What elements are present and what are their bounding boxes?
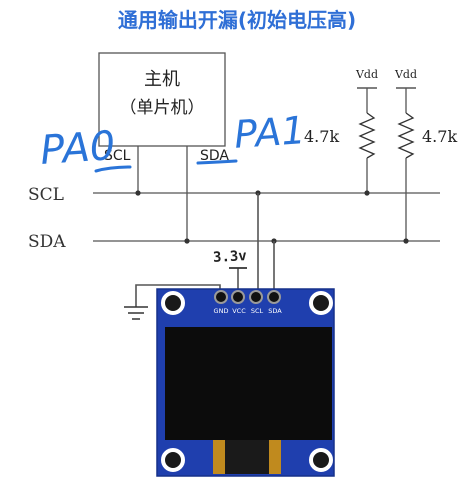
mounting-hole bbox=[161, 291, 185, 315]
host-mcu-box bbox=[98, 52, 226, 147]
junction-dot bbox=[135, 190, 141, 196]
sda-bus-label: SDA bbox=[28, 232, 66, 252]
handwritten-pa1-label: PA1 bbox=[233, 108, 307, 157]
host-scl-pin-label: SCL bbox=[104, 148, 131, 164]
pullup-resistor-sda: Vdd 4.7k bbox=[394, 68, 457, 241]
resistor-symbol bbox=[358, 112, 376, 159]
mounting-hole bbox=[161, 448, 185, 472]
handwritten-underline bbox=[94, 165, 132, 173]
vdd-label: Vdd bbox=[394, 68, 417, 81]
oled-module: GND VCC SCL SDA bbox=[156, 288, 335, 477]
junction-dot bbox=[184, 238, 190, 244]
header-pin-vcc bbox=[231, 290, 245, 304]
vdd-label: Vdd bbox=[355, 68, 378, 81]
header-pin-scl bbox=[249, 290, 263, 304]
pin-label-scl: SCL bbox=[251, 307, 264, 315]
handwritten-pa0-label: PA0 bbox=[39, 123, 117, 174]
diagram-title: 通用输出开漏(初始电压高) bbox=[118, 8, 356, 32]
pullup-resistor-scl: Vdd 4.7k bbox=[304, 68, 378, 193]
resistor-symbol bbox=[397, 112, 415, 159]
junction-dot bbox=[364, 190, 370, 196]
host-title: 主机 bbox=[144, 69, 180, 90]
mounting-hole bbox=[309, 448, 333, 472]
pin-label-vcc: VCC bbox=[232, 307, 246, 315]
resistance-label: 4.7k bbox=[422, 127, 457, 146]
pin-label-sda: SDA bbox=[268, 307, 282, 315]
handwritten-underline bbox=[196, 159, 238, 165]
flex-cable-contact bbox=[269, 440, 281, 474]
oled-screen bbox=[165, 327, 332, 440]
flex-cable-contact bbox=[213, 440, 225, 474]
mounting-hole bbox=[309, 291, 333, 315]
pin-label-gnd: GND bbox=[214, 307, 229, 315]
handwritten-3v3-label: 3.3v bbox=[213, 248, 248, 266]
resistance-label: 4.7k bbox=[304, 127, 339, 146]
flex-cable bbox=[225, 440, 269, 474]
host-subtitle: （单片机） bbox=[120, 98, 205, 118]
host-sda-pin-label: SDA bbox=[200, 148, 229, 164]
junction-dot bbox=[403, 238, 409, 244]
handwritten-pa0-annotation: PA0 bbox=[39, 123, 132, 174]
handwritten-pa1-annotation: PA1 bbox=[196, 108, 307, 165]
scl-bus-label: SCL bbox=[28, 185, 64, 205]
header-pin-gnd bbox=[214, 290, 228, 304]
header-pin-sda bbox=[267, 290, 281, 304]
